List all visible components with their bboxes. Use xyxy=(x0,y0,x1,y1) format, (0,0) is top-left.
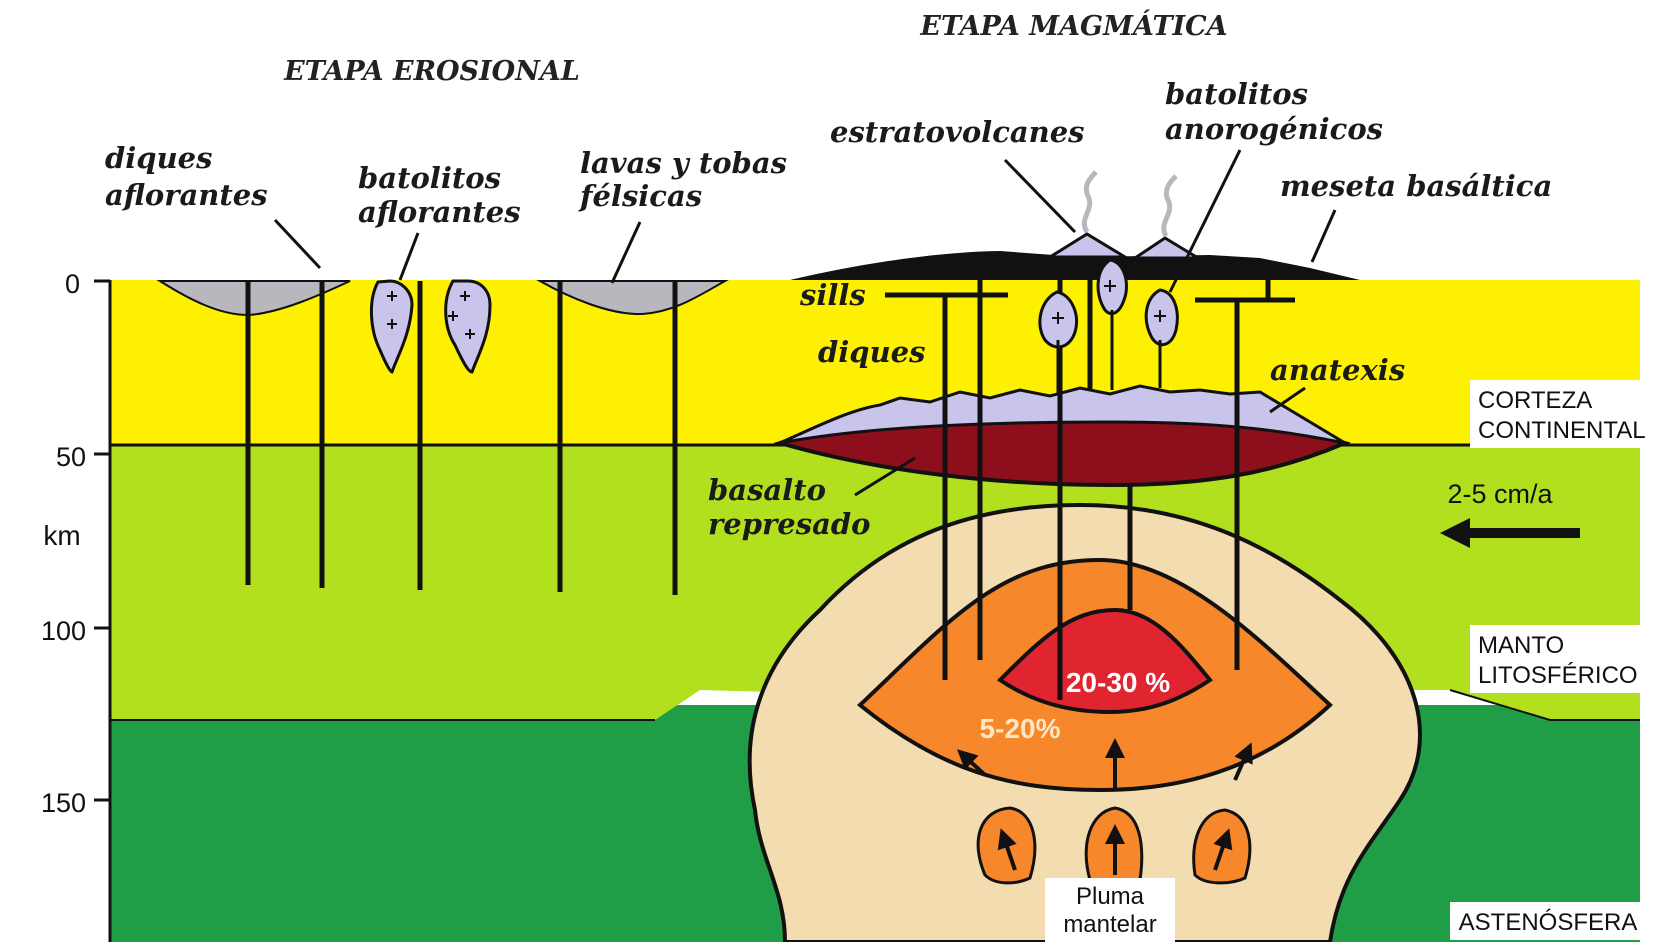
label-diques-aflorantes-1: diques xyxy=(105,141,212,175)
depth-ticks xyxy=(94,281,110,800)
stratovolcano-1 xyxy=(1050,234,1125,257)
label-meseta-basaltica: meseta basáltica xyxy=(1280,169,1552,203)
label-diques: diques xyxy=(818,335,925,369)
leader-diques-aflorantes xyxy=(275,220,320,268)
leader-lavas-tobas xyxy=(612,222,640,283)
leader-meseta xyxy=(1312,210,1335,262)
title-erosional: ETAPA EROSIONAL xyxy=(283,56,580,87)
label-corteza-2: CONTINENTAL xyxy=(1478,417,1646,444)
label-batolitos-aflorantes-1: batolitos xyxy=(358,161,501,195)
label-anatexis: anatexis xyxy=(1270,353,1405,387)
label-pluma-2: mantelar xyxy=(1063,911,1156,938)
label-manto-2: LITOSFÉRICO xyxy=(1478,662,1638,689)
label-astenosfera: ASTENÓSFERA xyxy=(1459,909,1638,936)
label-sills: sills xyxy=(799,278,866,312)
label-estratovolcanes: estratovolcanes xyxy=(830,115,1085,149)
tick-label-100: 100 xyxy=(41,616,86,646)
label-melt-inner: 20-30 % xyxy=(1066,667,1170,698)
tick-label-50: 50 xyxy=(56,442,86,472)
label-basalto-represado-2: represado xyxy=(708,507,870,541)
label-plate-speed: 2-5 cm/a xyxy=(1447,479,1553,509)
leader-batolitos-aflorantes xyxy=(400,233,418,280)
label-batolitos-anorogenicos-2: anorogénicos xyxy=(1165,112,1383,146)
label-basalto-represado-1: basalto xyxy=(708,473,826,507)
label-lavas-tobas-2: félsicas xyxy=(578,179,702,213)
tick-label-150: 150 xyxy=(41,788,86,818)
label-lavas-tobas-1: lavas y tobas xyxy=(580,146,787,180)
tick-label-0: 0 xyxy=(65,269,80,299)
volcanic-plume-2 xyxy=(1164,176,1176,236)
label-batolitos-anorogenicos-1: batolitos xyxy=(1165,77,1308,111)
leader-estratovolcanes xyxy=(1005,160,1075,232)
label-manto-1: MANTO xyxy=(1478,632,1564,659)
volcanic-plume-1 xyxy=(1084,172,1096,232)
label-diques-aflorantes-2: aflorantes xyxy=(105,178,268,212)
axis-unit: km xyxy=(43,520,80,551)
label-corteza-1: CORTEZA xyxy=(1478,387,1592,414)
batholith-anorogenic-3 xyxy=(1146,290,1177,345)
label-batolitos-aflorantes-2: aflorantes xyxy=(358,195,521,229)
title-magmatic: ETAPA MAGMÁTICA xyxy=(919,9,1227,42)
label-melt-outer: 5-20% xyxy=(980,713,1061,744)
label-pluma-1: Pluma xyxy=(1076,883,1145,910)
